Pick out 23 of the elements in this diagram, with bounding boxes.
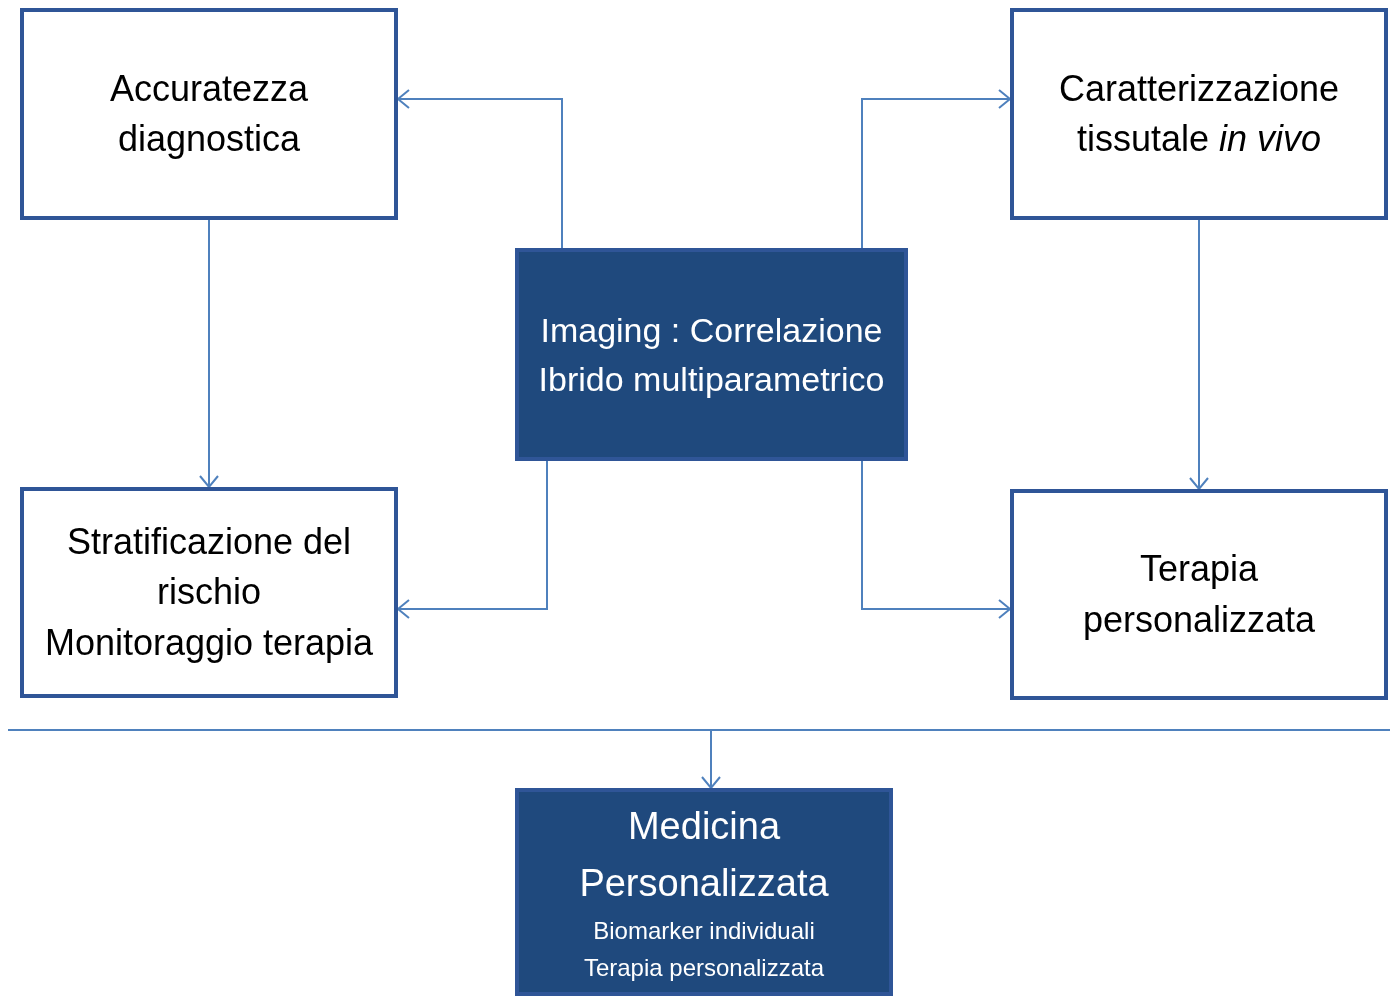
- arrow: [199, 219, 219, 488]
- process-box: [1010, 8, 1388, 220]
- box-title: Terapia personalizzata: [1081, 547, 1317, 642]
- process-box: [1010, 489, 1388, 700]
- box-title: Caratterizzazione tissutale in vivo: [1057, 66, 1341, 161]
- highlight-box: [515, 788, 893, 996]
- process-box: [20, 8, 398, 220]
- arrow: [701, 730, 721, 789]
- highlight-box: [515, 248, 908, 461]
- arrow: [397, 89, 563, 249]
- box-text: Monitoraggio terapia: [43, 620, 375, 665]
- box-title: Accuratezza diagnostica: [108, 66, 310, 161]
- arrow: [861, 89, 1011, 249]
- arrow: [1189, 219, 1209, 490]
- box-title: Stratificazione del rischio: [65, 519, 353, 615]
- box-text: Biomarker individuali: [592, 915, 816, 946]
- process-box: [20, 487, 398, 698]
- box-title: Imaging : Correlazione Ibrido multiparametrico: [537, 310, 886, 400]
- divider-bar: [8, 729, 1390, 731]
- arrow: [861, 460, 1011, 619]
- box-title: Medicina Personalizzata: [578, 803, 830, 906]
- arrow: [397, 460, 548, 619]
- box-text: Terapia personalizzata: [582, 953, 826, 983]
